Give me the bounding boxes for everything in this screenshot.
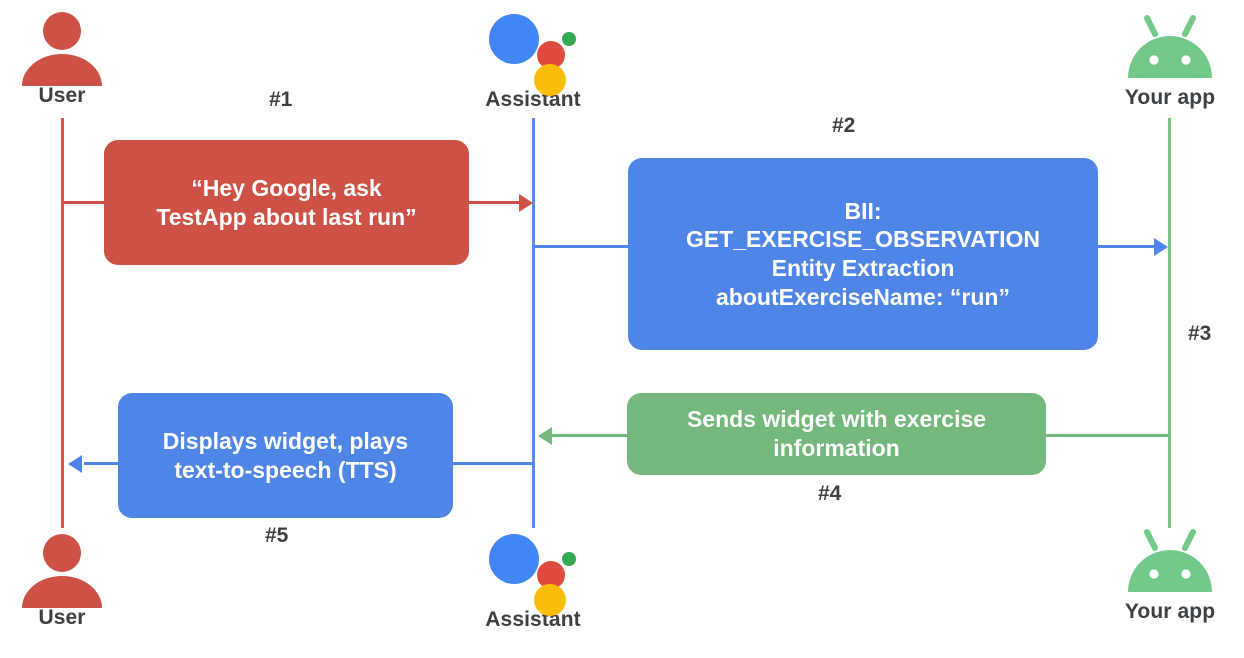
message-line: Displays widget, plays [162,427,409,454]
message-line: information [773,435,900,461]
message-line: “Hey Google, ask [191,174,382,201]
lifeline-your-app [1168,118,1171,528]
connector-line-step2-right [1097,245,1155,248]
arrowhead-step4 [538,427,552,445]
user-body-shape [22,54,102,86]
actor-assistant-top: Assistant [468,8,598,112]
user-head-shape [43,534,81,572]
user-icon [22,12,102,86]
message-line: text-to-speech (TTS) [174,456,397,483]
connector-line-step1-right [468,201,520,204]
actor-label-user-bottom: User [38,606,86,629]
assistant-blue-dot-icon [489,14,539,64]
android-icon [1122,14,1218,86]
actor-label-assistant-bottom: Assistant [485,608,581,631]
message-line: Sends widget with exercise [686,406,987,433]
connector-line-step5-left [84,462,120,465]
step-label-4: #4 [818,482,842,505]
user-body-shape [22,576,102,608]
actor-label-your-app-top: Your app [1124,86,1216,109]
actor-label-assistant-top: Assistant [485,88,581,111]
actor-label-your-app-bottom: Your app [1124,600,1216,623]
lifeline-assistant [532,118,535,528]
connector-line-step4-right [1045,434,1169,437]
step-label-2: #2 [832,114,856,137]
message-line: BII: [844,197,882,224]
user-head-shape [43,12,81,50]
actor-assistant-bottom: Assistant [468,528,598,632]
message-box-step1: “Hey Google, ask TestApp about last run” [104,140,469,265]
assistant-blue-dot-icon [489,534,539,584]
assistant-green-dot-icon [562,552,576,566]
google-assistant-icon [487,528,579,616]
message-box-step5: Displays widget, plays text-to-speech (T… [118,393,453,518]
google-assistant-icon [487,8,579,96]
arrowhead-step2 [1154,238,1168,256]
arrowhead-step5 [68,455,82,473]
step-label-3: #3 [1188,322,1212,345]
connector-line-step2-left [532,245,629,248]
lifeline-user [61,118,64,528]
message-line: aboutExerciseName: “run” [716,283,1010,310]
actor-your-app-top: Your app [1122,14,1218,110]
assistant-yellow-dot-icon [534,584,566,616]
step-label-5: #5 [265,524,289,547]
step-label-1: #1 [269,88,293,111]
android-icon [1122,528,1218,600]
arrowhead-step1 [519,194,533,212]
message-line: TestApp about last run” [156,203,417,230]
connector-line-step1-left [61,201,105,204]
message-box-step4: Sends widget with exercise information [627,393,1046,475]
assistant-yellow-dot-icon [534,64,566,96]
connector-line-step4-left [552,434,628,437]
actor-label-user-top: User [38,84,86,107]
message-line: Entity Extraction [771,255,955,281]
message-line: GET_EXERCISE_OBSERVATION [685,226,1041,253]
actor-user-top: User [22,12,102,108]
connector-line-step5-right [452,462,534,465]
message-box-step2: BII: GET_EXERCISE_OBSERVATION Entity Ext… [628,158,1098,350]
actor-your-app-bottom: Your app [1122,528,1218,624]
assistant-green-dot-icon [562,32,576,46]
actor-user-bottom: User [22,534,102,630]
user-icon [22,534,102,608]
